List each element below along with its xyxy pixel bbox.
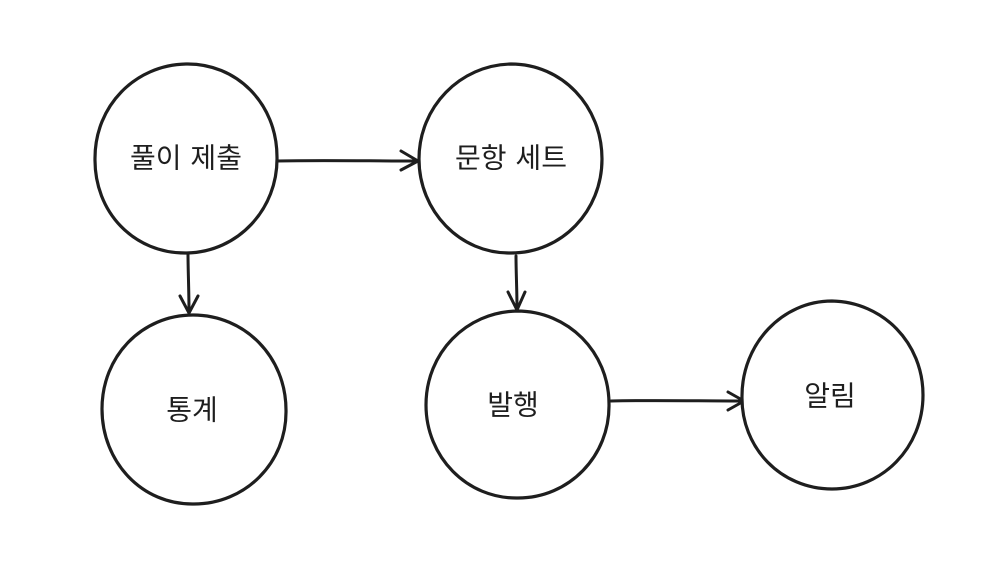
node-publish-circle <box>424 309 611 500</box>
node-question-set: 문항 세트 <box>417 62 604 255</box>
node-publish: 발행 <box>424 309 611 500</box>
edge-submission-to-statistics <box>178 252 200 315</box>
node-submission: 풀이 제출 <box>93 62 279 255</box>
node-statistics: 통계 <box>100 313 288 506</box>
node-notification-circle <box>740 299 925 491</box>
node-submission-circle <box>93 62 279 255</box>
edge-submission-to-question-set <box>275 149 420 172</box>
node-statistics-circle <box>100 313 288 506</box>
node-question-set-label: 문항 세트 <box>455 142 567 175</box>
node-notification: 알림 <box>740 299 925 491</box>
edge-question-set-to-publish <box>506 254 527 312</box>
node-submission-label: 풀이 제출 <box>130 142 242 175</box>
node-statistics-label: 통계 <box>166 394 218 427</box>
edge-publish-to-notification <box>609 390 746 412</box>
node-publish-label: 발행 <box>487 389 539 422</box>
node-question-set-circle <box>417 62 604 255</box>
node-notification-label: 알림 <box>804 380 856 413</box>
